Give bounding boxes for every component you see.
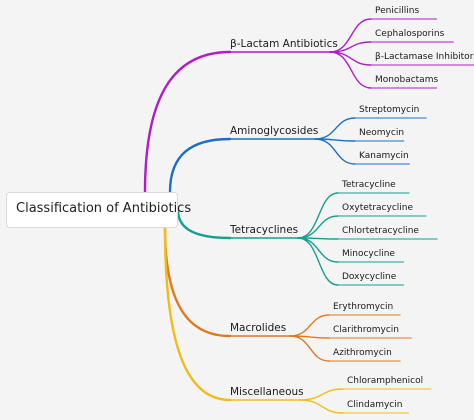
- leaf-connector-0-0: [329, 18, 372, 53]
- leaf-connector-3-2: [289, 335, 330, 362]
- leaf-connector-0-3: [329, 51, 372, 89]
- leaf-label[interactable]: Penicillins: [375, 6, 420, 16]
- leaf-connector-4-1: [299, 399, 344, 414]
- leaf-label[interactable]: Clarithromycin: [333, 325, 399, 335]
- branch-label[interactable]: Aminoglycosides: [230, 125, 319, 137]
- leaf-label[interactable]: Clindamycin: [347, 400, 403, 410]
- leaf-connector-3-0: [289, 314, 330, 337]
- branch-connector-2: [176, 208, 232, 240]
- leaf-connector-2-0: [297, 192, 339, 239]
- leaf-label[interactable]: Streptomycin: [359, 105, 420, 115]
- branch-connector-1: [168, 137, 232, 194]
- leaf-connector-2-4: [297, 237, 339, 286]
- leaf-connector-4-0: [299, 388, 344, 401]
- branch-connector-0: [143, 50, 232, 194]
- leaf-connector-0-2: [329, 51, 372, 66]
- branch-label[interactable]: Tetracyclines: [230, 224, 299, 236]
- leaf-label[interactable]: Chloramphenicol: [347, 376, 424, 386]
- leaf-label[interactable]: Cephalosporins: [375, 29, 445, 39]
- leaf-label[interactable]: Chlortetracycline: [342, 226, 419, 236]
- branch-connector-4: [163, 226, 232, 402]
- leaf-connector-2-1: [297, 215, 339, 239]
- root-node-label: Classification of Antibiotics: [16, 201, 192, 216]
- branch-connector-3: [163, 226, 232, 338]
- leaf-label[interactable]: Oxytetracycline: [342, 203, 414, 213]
- leaf-label[interactable]: Tetracycline: [342, 180, 396, 190]
- leaf-label[interactable]: Erythromycin: [333, 302, 394, 312]
- root-node[interactable]: [6, 192, 178, 228]
- branch-label[interactable]: Macrolides: [230, 322, 287, 334]
- branch-label[interactable]: β-Lactam Antibiotics: [230, 38, 338, 50]
- leaf-label[interactable]: Doxycycline: [342, 272, 397, 282]
- branch-label[interactable]: Miscellaneous: [230, 386, 304, 398]
- leaf-label[interactable]: Neomycin: [359, 128, 405, 138]
- leaf-label[interactable]: Minocycline: [342, 249, 395, 259]
- leaf-label[interactable]: Monobactams: [375, 75, 439, 85]
- leaf-label[interactable]: Azithromycin: [333, 348, 392, 358]
- leaf-label[interactable]: β-Lactamase Inhibitors: [375, 52, 474, 62]
- leaf-connector-1-0: [314, 117, 356, 140]
- leaf-connector-1-2: [314, 138, 356, 165]
- leaf-label[interactable]: Kanamycin: [359, 151, 409, 161]
